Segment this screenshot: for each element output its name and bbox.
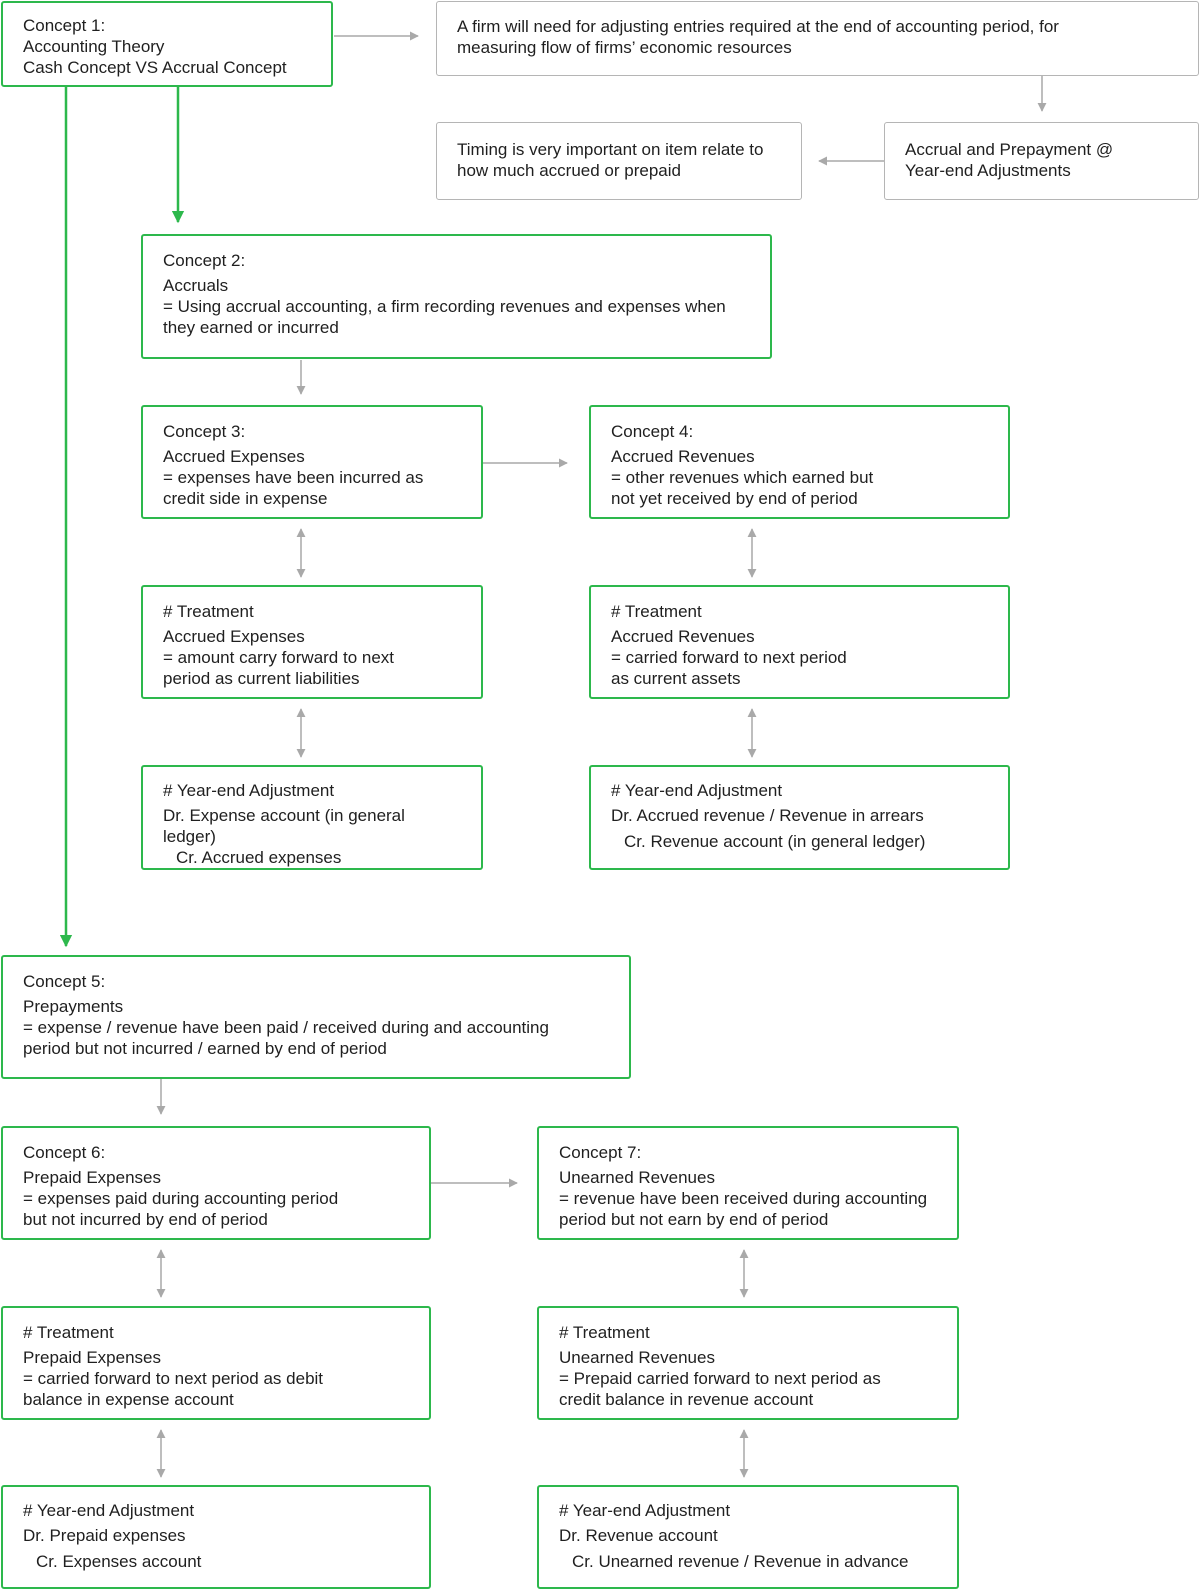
concept-4-box: Concept 4: Accrued Revenues = other reve… [589,405,1010,519]
year-end-prepaid-expenses-box: # Year-end Adjustment Dr. Prepaid expens… [1,1485,431,1589]
year-end-6-credit: Cr. Expenses account [36,1552,202,1571]
concept-1-box: Concept 1: Accounting Theory Cash Concep… [1,1,333,87]
treatment-3-line-2: period as current liabilities [163,669,360,688]
treatment-6-line-1: = carried forward to next period as debi… [23,1369,324,1388]
year-end-3-credit: Cr. Accrued expenses [176,848,342,867]
year-end-accrued-expenses-box: # Year-end Adjustment Dr. Expense accoun… [141,765,483,870]
year-end-4-title: # Year-end Adjustment [611,781,783,800]
concept-2-title: Concept 2: [163,251,246,270]
treatment-7-line-1: = Prepaid carried forward to next period… [559,1369,881,1388]
concept-7-name: Unearned Revenues [559,1168,715,1187]
treatment-unearned-revenues-box: # Treatment Unearned Revenues = Prepaid … [537,1306,959,1420]
year-end-7-debit: Dr. Revenue account [559,1526,718,1545]
concept-2-line-1: = Using accrual accounting, a firm recor… [163,297,726,316]
note-3-line-1: Timing is very important on item relate … [457,140,764,159]
treatment-7-name: Unearned Revenues [559,1348,715,1367]
concept-6-title: Concept 6: [23,1143,106,1162]
treatment-4-line-1: = carried forward to next period [611,648,847,667]
concept-3-line-1: = expenses have been incurred as [163,468,424,487]
year-end-6-title: # Year-end Adjustment [23,1501,195,1520]
concept-4-title: Concept 4: [611,422,694,441]
treatment-prepaid-expenses-box: # Treatment Prepaid Expenses = carried f… [1,1306,431,1420]
concept-6-line-2: but not incurred by end of period [23,1210,268,1229]
concept-5-line-1: = expense / revenue have been paid / rec… [23,1018,549,1037]
concept-4-line-1: = other revenues which earned but [611,468,874,487]
concept-5-box: Concept 5: Prepayments = expense / reven… [1,955,631,1079]
concept-2-box: Concept 2: Accruals = Using accrual acco… [141,234,772,359]
treatment-6-line-2: balance in expense account [23,1390,234,1409]
concept-3-name: Accrued Expenses [163,447,305,466]
note-2-line-1: Accrual and Prepayment @ [905,140,1114,159]
concept-1-name: Accounting Theory [23,37,165,56]
concept-1-title: Concept 1: [23,16,106,35]
year-end-7-title: # Year-end Adjustment [559,1501,731,1520]
concept-7-line-1: = revenue have been received during acco… [559,1189,928,1208]
concept-2-line-2: they earned or incurred [163,318,339,337]
treatment-4-line-2: as current assets [611,669,741,688]
concept-6-box: Concept 6: Prepaid Expenses = expenses p… [1,1126,431,1240]
treatment-6-name: Prepaid Expenses [23,1348,161,1367]
concept-5-title: Concept 5: [23,972,106,991]
year-end-unearned-revenues-box: # Year-end Adjustment Dr. Revenue accoun… [537,1485,959,1589]
year-end-7-credit: Cr. Unearned revenue / Revenue in advanc… [572,1552,909,1571]
treatment-6-title: # Treatment [23,1323,114,1342]
year-end-3-title: # Year-end Adjustment [163,781,335,800]
concept-7-box: Concept 7: Unearned Revenues = revenue h… [537,1126,959,1240]
concept-3-box: Concept 3: Accrued Expenses = expenses h… [141,405,483,519]
concept-6-line-1: = expenses paid during accounting period [23,1189,339,1208]
concept-7-line-2: period but not earn by end of period [559,1210,829,1229]
treatment-3-line-1: = amount carry forward to next [163,648,395,667]
note-3-line-2: how much accrued or prepaid [457,161,681,180]
concept-7-title: Concept 7: [559,1143,642,1162]
treatment-4-name: Accrued Revenues [611,627,755,646]
note-year-end-adjustments: Accrual and Prepayment @ Year-end Adjust… [884,122,1199,200]
note-adjusting-entries: A firm will need for adjusting entries r… [436,1,1199,76]
year-end-accrued-revenues-box: # Year-end Adjustment Dr. Accrued revenu… [589,765,1010,870]
concept-5-line-2: period but not incurred / earned by end … [23,1039,387,1058]
year-end-4-credit: Cr. Revenue account (in general ledger) [624,832,926,851]
year-end-4-debit: Dr. Accrued revenue / Revenue in arrears [611,806,924,825]
treatment-7-title: # Treatment [559,1323,650,1342]
treatment-accrued-revenues-box: # Treatment Accrued Revenues = carried f… [589,585,1010,699]
concept-2-name: Accruals [163,276,229,295]
year-end-6-debit: Dr. Prepaid expenses [23,1526,186,1545]
note-1-line-1: A firm will need for adjusting entries r… [457,17,1059,36]
note-2-line-2: Year-end Adjustments [905,161,1071,180]
note-timing: Timing is very important on item relate … [436,122,802,200]
treatment-3-name: Accrued Expenses [163,627,305,646]
concept-3-title: Concept 3: [163,422,246,441]
treatment-7-line-2: credit balance in revenue account [559,1390,814,1409]
year-end-3-debit: Dr. Expense account (in general ledger) [163,806,405,846]
concept-5-name: Prepayments [23,997,124,1016]
concept-1-desc: Cash Concept VS Accrual Concept [23,58,287,77]
concept-3-line-2: credit side in expense [163,489,328,508]
treatment-accrued-expenses-box: # Treatment Accrued Expenses = amount ca… [141,585,483,699]
concept-6-name: Prepaid Expenses [23,1168,161,1187]
concept-4-name: Accrued Revenues [611,447,755,466]
treatment-4-title: # Treatment [611,602,702,621]
concept-4-line-2: not yet received by end of period [611,489,858,508]
treatment-3-title: # Treatment [163,602,254,621]
note-1-line-2: measuring flow of firms’ economic resour… [457,38,792,57]
